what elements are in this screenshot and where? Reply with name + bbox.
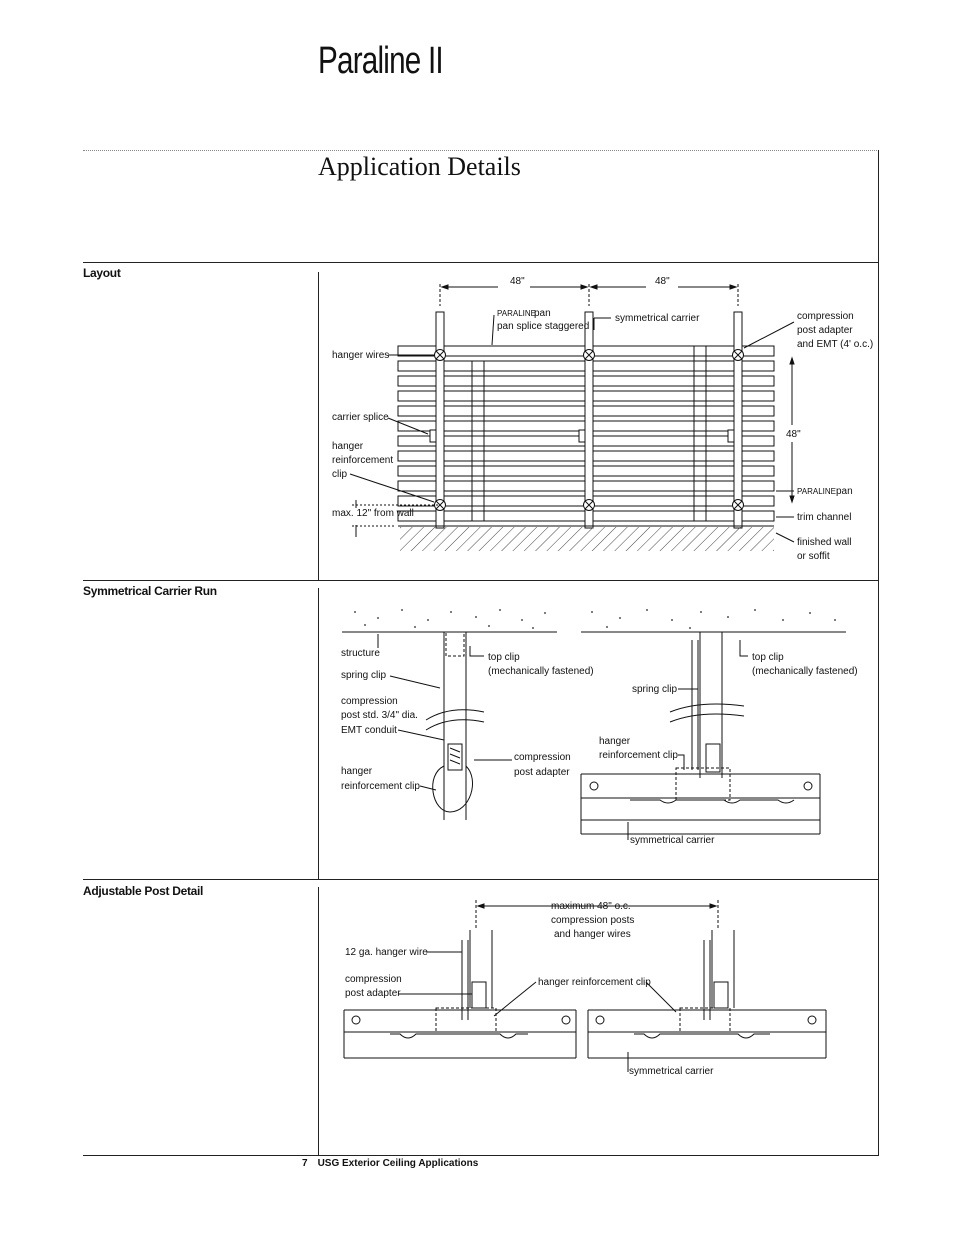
footer: 7 USG Exterior Ceiling Applications (302, 1158, 488, 1169)
top-clip-left-label-2: (mechanically fastened) (488, 666, 594, 677)
cpa-label-2: post adapter (514, 767, 570, 778)
top-clip-right-label-1: top clip (752, 652, 784, 663)
cp-label-1: compression (341, 696, 398, 707)
comp-post-label-3: and EMT (4' o.c.) (797, 339, 873, 350)
top-clip-left-label-1: top clip (488, 652, 520, 663)
hrc-post-label: hanger reinforcement clip (538, 977, 651, 988)
dim-48-right: 48" (655, 276, 670, 287)
hanger-wires-label: hanger wires (332, 350, 389, 361)
cp-label-3: EMT conduit (341, 725, 397, 736)
hrc-right-label-1: hanger (599, 736, 631, 747)
max-wall-label: max. 12" from wall (332, 508, 414, 519)
page-title: Paraline II (318, 40, 444, 82)
section-rule-post (83, 879, 879, 880)
paraline-pan-label: pan (534, 308, 551, 319)
hrc-label-2: reinforcement (332, 455, 393, 466)
structure-label: structure (341, 648, 380, 659)
hrc-label-3: clip (332, 469, 347, 480)
section-title: Application Details (318, 152, 521, 181)
paraline-word-2: PARALINE (797, 487, 836, 496)
pan-splice-label: pan splice staggered (497, 321, 589, 332)
header-divider (83, 150, 879, 151)
cpa-post-label-1: compression (345, 974, 402, 985)
hanger-wire-label: 12 ga. hanger wire (345, 947, 428, 958)
max-label-1: maximum 48" o.c. (551, 901, 631, 912)
footer-rule (83, 1155, 879, 1156)
page-number: 7 (302, 1158, 308, 1169)
cpa-label-1: compression (514, 752, 571, 763)
dim-48-left: 48" (510, 276, 525, 287)
layout-column-line (318, 272, 319, 580)
comp-post-label-2: post adapter (797, 325, 853, 336)
dim-48-vertical: 48" (786, 429, 801, 440)
layout-diagram (349, 284, 795, 551)
trim-channel-label: trim channel (797, 512, 851, 523)
carrier-run-left-diagram (342, 609, 557, 820)
carrier-run-heading: Symmetrical Carrier Run (83, 584, 217, 598)
post-column-line (318, 887, 319, 1155)
paraline-pan-label-2: pan (836, 486, 853, 497)
cp-label-2: post std. 3/4" dia. (341, 710, 418, 721)
carrier-splice-label: carrier splice (332, 412, 389, 423)
comp-post-label-1: compression (797, 311, 854, 322)
spring-clip-label: spring clip (341, 670, 386, 681)
layout-heading: Layout (83, 266, 121, 280)
post-detail-labels: maximum 48" o.c. compression posts and h… (345, 901, 714, 1077)
carrier-run-right-diagram (580, 609, 846, 840)
hrc-left-label-2: reinforcement clip (341, 781, 420, 792)
hrc-label-1: hanger (332, 441, 364, 452)
top-clip-right-label-2: (mechanically fastened) (752, 666, 858, 677)
carrier-run-labels: structure spring clip compression post s… (341, 648, 858, 846)
right-frame-line (878, 150, 879, 1155)
hanger-points (434, 349, 744, 511)
post-detail-heading: Adjustable Post Detail (83, 884, 204, 898)
max-label-3: and hanger wires (554, 929, 631, 940)
sym-carrier-post-label: symmetrical carrier (629, 1066, 714, 1077)
symmetrical-carrier-label: symmetrical carrier (615, 313, 700, 324)
sym-carrier-label: symmetrical carrier (630, 835, 715, 846)
section-rule-carrier (83, 580, 879, 581)
footer-text: USG Exterior Ceiling Applications (317, 1158, 479, 1169)
section-rule-layout (83, 262, 879, 263)
hrc-right-label-2: reinforcement clip (599, 750, 678, 761)
paraline-word-1: PARALINE (497, 309, 536, 318)
cpa-post-label-2: post adapter (345, 988, 401, 999)
max-label-2: compression posts (551, 915, 634, 926)
post-detail-diagram (343, 900, 827, 1072)
finished-wall-label-2: or soffit (797, 551, 830, 562)
finished-wall-label-1: finished wall (797, 537, 851, 548)
carrier-column-line (318, 588, 319, 879)
hrc-left-label-1: hanger (341, 766, 373, 777)
spring-clip-right-label: spring clip (632, 684, 677, 695)
layout-labels: 48" 48" 48" PARALINE pan pan splice stag… (332, 276, 873, 562)
